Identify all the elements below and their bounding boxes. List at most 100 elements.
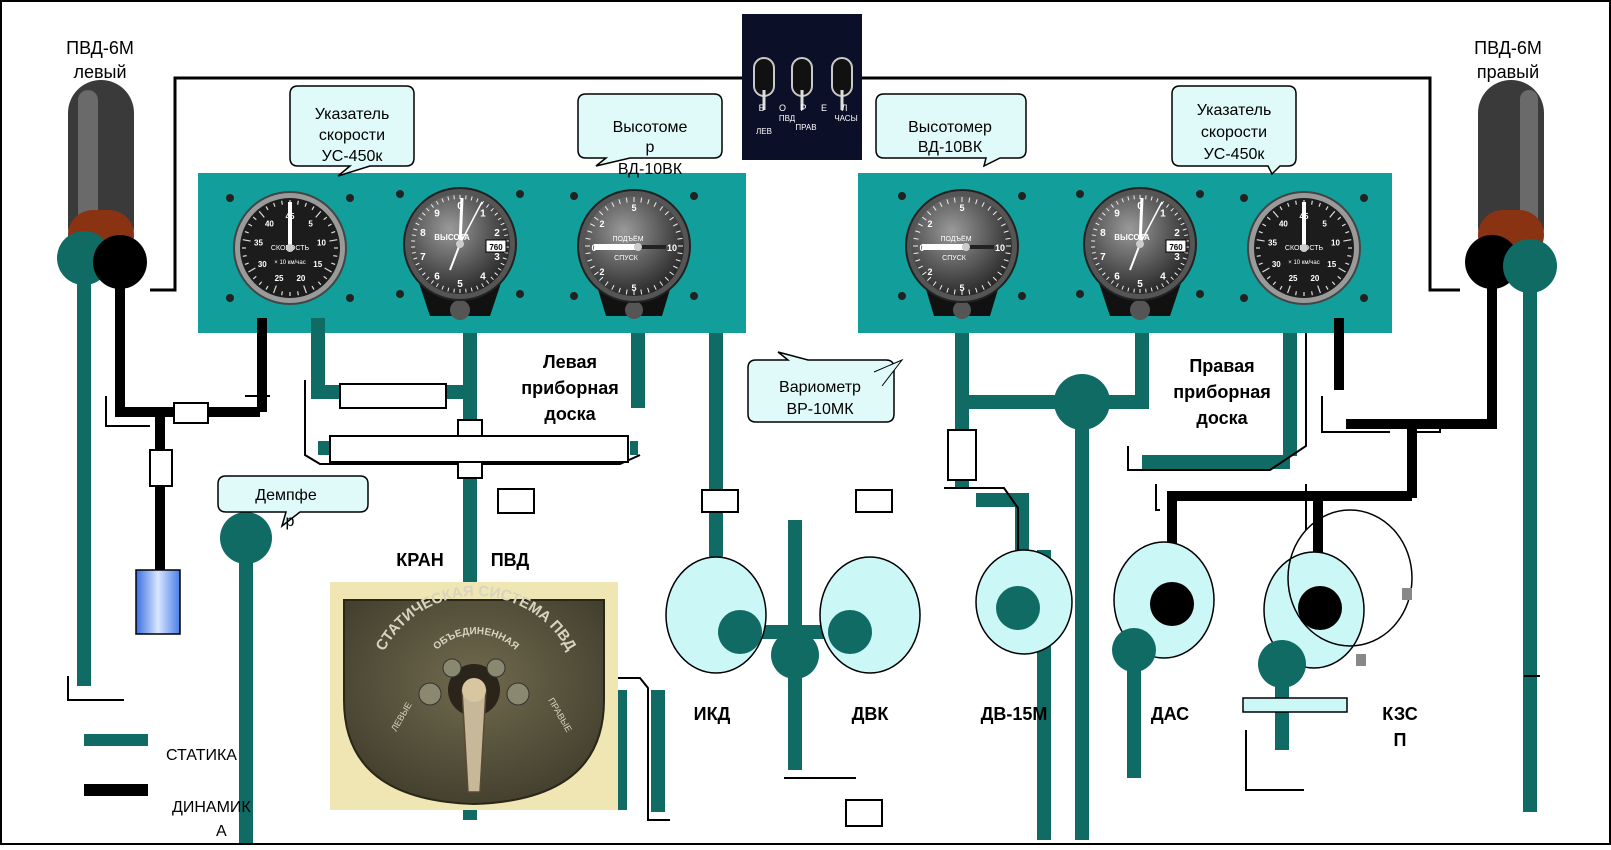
gauge-tick-label: 5 bbox=[308, 219, 313, 228]
gauge-tick-label: 20 bbox=[296, 274, 305, 283]
gauge-tick-label: 5 bbox=[457, 279, 463, 290]
callout-variometer-2: ВР-10МК bbox=[786, 401, 854, 418]
gauge-tick-label: 25 bbox=[1289, 274, 1298, 283]
callout-airspeed-left: Указатель скорости УС-450к bbox=[290, 86, 414, 176]
gauge-tick-label: 2 bbox=[1174, 228, 1180, 239]
left-probe-label-1: ПВД-6М bbox=[66, 38, 134, 58]
right-panel-label-1: Правая bbox=[1189, 356, 1254, 376]
callout-altimeter-right-2: ВД-10ВК bbox=[918, 139, 983, 156]
gauge-tick-label: 10 bbox=[317, 238, 326, 247]
right-probe-label-1: ПВД-6М bbox=[1474, 38, 1542, 58]
callout-airspeed-right-1: Указатель bbox=[1197, 102, 1272, 119]
gauge-tick-label: 9 bbox=[434, 208, 440, 219]
switch-photo: Б О Р Е Л ЛЕВ ПВД ПРАВ ЧАСЫ bbox=[742, 14, 862, 160]
gauge-tick-label: 6 bbox=[1114, 272, 1120, 283]
switch-label-pvd: ПВД bbox=[779, 114, 796, 123]
callout-altimeter-left-1: Высотоме bbox=[613, 119, 688, 136]
gauge-units: × 10 км/час bbox=[1288, 260, 1319, 266]
right-panel-label-3: доска bbox=[1196, 408, 1248, 428]
gauge-tick-label: 2 bbox=[927, 267, 932, 277]
callout-airspeed-right-3: УС-450к bbox=[1204, 146, 1266, 163]
left-panel-label-3: доска bbox=[544, 404, 596, 424]
gauge-tick-label: 7 bbox=[1100, 252, 1106, 263]
crane-photo: СТАТИЧЕСКАЯ СИСТЕМА ПВД ОБЪЕДИНЕННАЯ ЛЕВ… bbox=[330, 582, 618, 810]
kzsp-base-plate bbox=[1243, 698, 1347, 712]
gauge-tick-label: 10 bbox=[995, 243, 1005, 253]
sensor-label-kzsp-2: П bbox=[1394, 730, 1407, 750]
callout-variometer: Вариометр ВР-10МК bbox=[748, 352, 902, 422]
gauge-tick-label: 5 bbox=[959, 283, 964, 293]
gauge-baro: 760 bbox=[1169, 243, 1183, 252]
legend-static-swatch bbox=[84, 734, 148, 746]
gauge-tick-label: 7 bbox=[420, 252, 426, 263]
gauge-down-label: СПУСК bbox=[942, 255, 967, 262]
gauge-tick-label: 2 bbox=[927, 219, 932, 229]
sensor-label-das: ДАС bbox=[1151, 704, 1189, 724]
sensor-label-ikd: ИКД bbox=[694, 704, 731, 724]
gauge-tick-label: 10 bbox=[1331, 238, 1340, 247]
callout-airspeed-left-2: скорости bbox=[319, 127, 385, 144]
sensor-dvk bbox=[820, 557, 920, 673]
sensor-label-dvk: ДВК bbox=[852, 704, 890, 724]
callout-altimeter-right-1: Высотомер bbox=[908, 119, 992, 136]
callout-airspeed-right: Указатель скорости УС-450к bbox=[1172, 86, 1296, 174]
callout-altimeter-left-2: р bbox=[646, 139, 655, 156]
legend-dynamic-label-2: А bbox=[216, 823, 227, 840]
switch-label-prav: ПРАВ bbox=[795, 123, 816, 132]
gauge-down-label: СПУСК bbox=[614, 255, 639, 262]
legend-static-label: СТАТИКА bbox=[166, 747, 237, 764]
callout-altimeter-left-3: ВД-10ВК bbox=[618, 161, 683, 178]
gauge-tick-label: 40 bbox=[265, 219, 274, 228]
left-probe-label-2: левый bbox=[73, 62, 126, 82]
gauge-tick-label: 5 bbox=[631, 283, 636, 293]
gauge-tick-label: 35 bbox=[1268, 238, 1277, 247]
gauge-tick-label: 40 bbox=[1279, 219, 1288, 228]
gauge-tick-label: 25 bbox=[275, 274, 284, 283]
gauge-up-label: ПОДЪЁМ bbox=[612, 235, 643, 243]
gauge-tick-label: 1 bbox=[1160, 208, 1166, 219]
gauge-tick-label: 5 bbox=[1137, 279, 1143, 290]
sensor-label-kzsp-1: КЗС bbox=[1382, 704, 1417, 724]
gauge-tick-label: 8 bbox=[1100, 228, 1106, 239]
left-panel-label-2: приборная bbox=[521, 378, 618, 398]
gauge-tick-label: 8 bbox=[420, 228, 426, 239]
gauge-tick-label: 15 bbox=[1327, 260, 1336, 269]
gauge-up-label: ПОДЪЁМ bbox=[940, 235, 971, 243]
callout-airspeed-left-1: Указатель bbox=[315, 106, 390, 123]
gauge-tick-label: 4 bbox=[1160, 272, 1166, 283]
drain-reservoir bbox=[136, 570, 180, 634]
crane-label-right: ПВД bbox=[491, 550, 530, 570]
left-pitot-probe bbox=[57, 80, 147, 289]
legend-dynamic-swatch bbox=[84, 784, 148, 796]
gauge-units: × 10 км/час bbox=[274, 260, 305, 266]
switch-label-chasy: ЧАСЫ bbox=[834, 114, 857, 123]
gauge-tick-label: 10 bbox=[667, 243, 677, 253]
gauge-baro: 760 bbox=[489, 243, 503, 252]
gauge-tick-label: 5 bbox=[631, 203, 636, 213]
gauge-tick-label: 35 bbox=[254, 238, 263, 247]
right-pitot-probe bbox=[1465, 80, 1557, 293]
callout-airspeed-right-2: скорости bbox=[1201, 124, 1267, 141]
gauge-tick-label: 30 bbox=[1272, 260, 1281, 269]
gauge-tick-label: 4 bbox=[480, 272, 486, 283]
kzsp-tick-1 bbox=[1402, 588, 1412, 600]
crane-label-left: КРАН bbox=[396, 550, 443, 570]
legend-dynamic-label-1: ДИНАМИК bbox=[172, 799, 251, 816]
damper-body bbox=[220, 512, 272, 564]
gauge-tick-label: 30 bbox=[258, 260, 267, 269]
right-probe-label-2: правый bbox=[1477, 62, 1539, 82]
sensor-label-dv15m: ДВ-15М bbox=[981, 704, 1048, 724]
kzsp-tick-2 bbox=[1356, 654, 1366, 666]
callout-airspeed-left-3: УС-450к bbox=[322, 148, 384, 165]
gauge-tick-label: 20 bbox=[1310, 274, 1319, 283]
gauge-tick-label: 9 bbox=[1114, 208, 1120, 219]
gauge-tick-label: 2 bbox=[599, 267, 604, 277]
gauge-tick-label: 2 bbox=[494, 228, 500, 239]
callout-variometer-1: Вариометр bbox=[779, 379, 861, 396]
gauge-tick-label: 5 bbox=[959, 203, 964, 213]
left-panel-label-1: Левая bbox=[543, 352, 597, 372]
callout-damper-2: р bbox=[286, 513, 295, 530]
gauge-tick-label: 15 bbox=[313, 260, 322, 269]
